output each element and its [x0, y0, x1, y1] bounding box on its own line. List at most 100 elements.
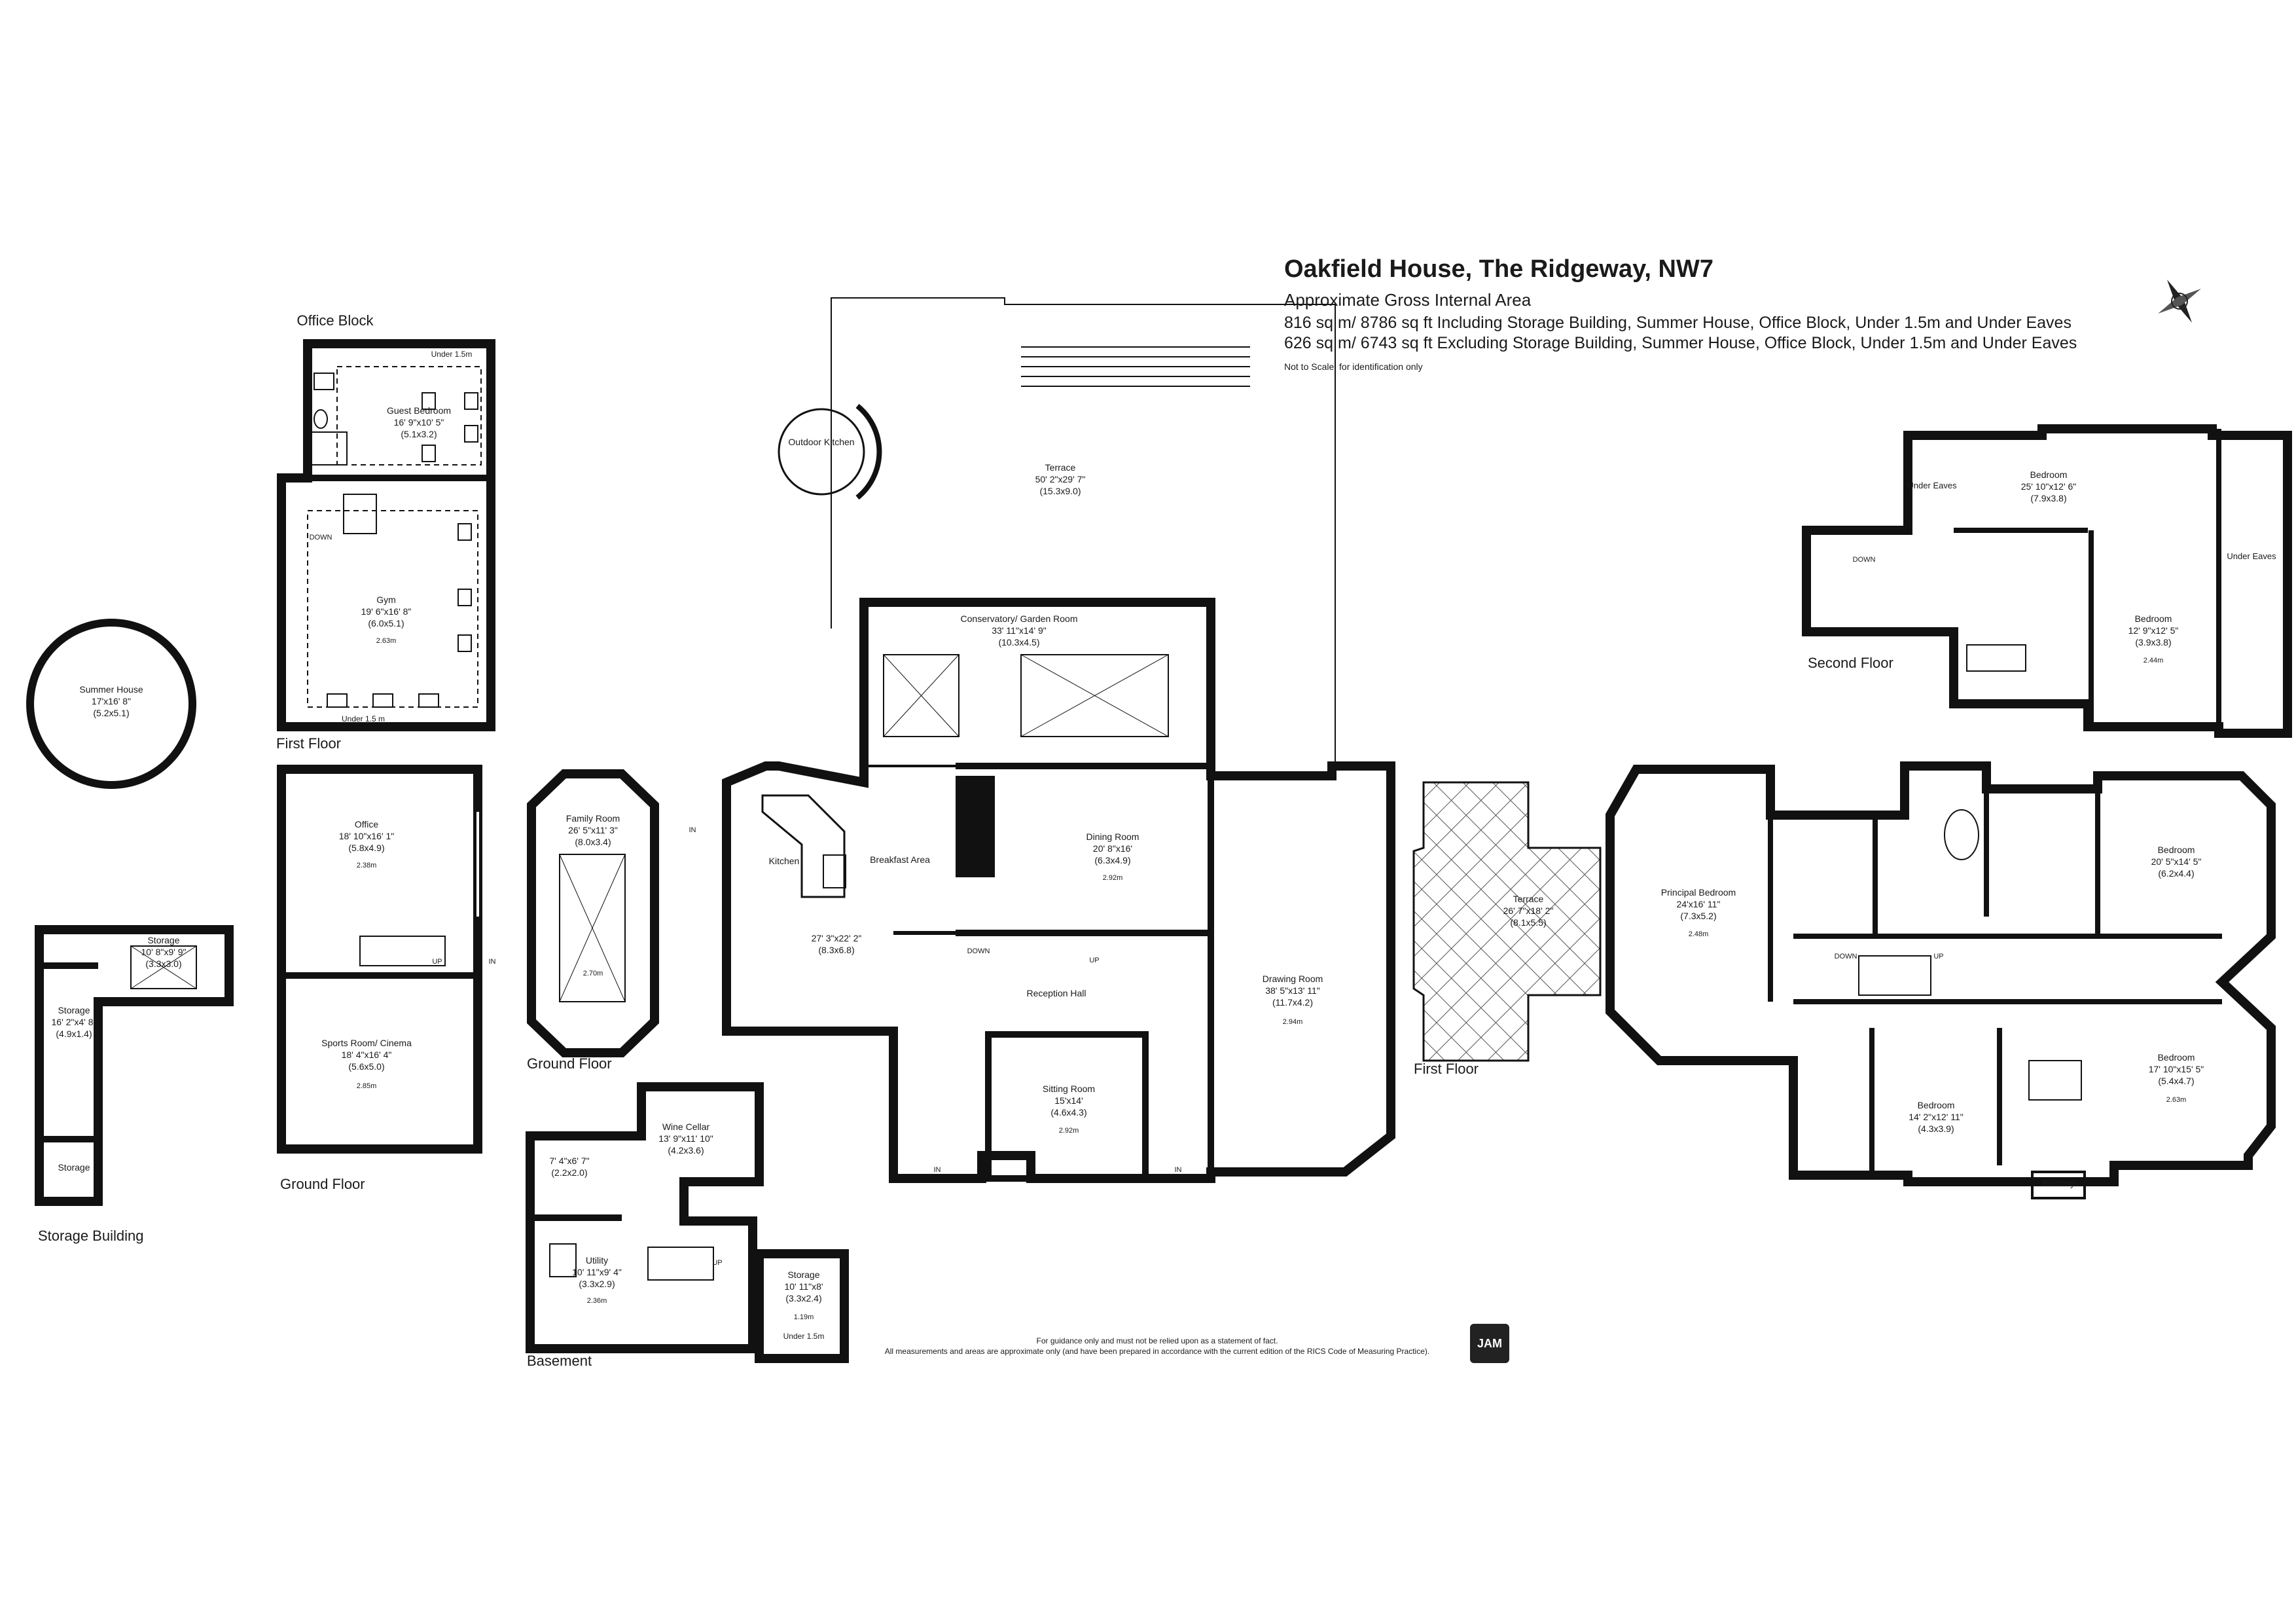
- room-name-storage-a: Storage: [147, 935, 179, 945]
- room-dim-principal-bedroom: 24'x16' 11": [1677, 899, 1721, 909]
- room-name-terrace-first: Terrace: [1513, 894, 1544, 904]
- room-dim-terrace-first: 26' 7"x18' 2": [1503, 905, 1554, 916]
- disclaimer-line-1: For guidance only and must not be relied…: [1036, 1336, 1278, 1345]
- room-name-storage-basement: Storage: [787, 1269, 819, 1280]
- room-metric-storage-basement: (3.3x2.4): [785, 1293, 821, 1304]
- room-dim-conservatory: 33' 11"x14' 9": [992, 625, 1047, 636]
- room-name-conservatory: Conservatory/ Garden Room: [961, 613, 1078, 624]
- down-marker: DOWN: [1853, 556, 1876, 564]
- room-height-storage-basement: 1.19m: [794, 1313, 814, 1321]
- room-dim-dining-room: 20' 8"x16': [1093, 843, 1132, 854]
- room-dim-storage-a: 10' 8"x9' 9": [141, 947, 187, 957]
- room-name-gym: Gym: [376, 594, 396, 605]
- in-marker: IN: [1175, 1166, 1182, 1174]
- up-marker: UP: [432, 958, 442, 966]
- room-metric-family-room: (8.0x3.4): [575, 837, 611, 847]
- room-name-utility: Utility: [586, 1255, 608, 1266]
- room-height-drawing-room: 2.94m: [1283, 1018, 1303, 1026]
- room-name-bedroom-second-a: Bedroom: [2030, 469, 2068, 480]
- area-subtitle: Approximate Gross Internal Area: [1284, 290, 1532, 310]
- room-dim-breakfast: 27' 3"x22' 2": [812, 933, 862, 943]
- disclaimer-line-2: All measurements and areas are approxima…: [884, 1347, 1430, 1356]
- floor-label-second-floor: Second Floor: [1808, 655, 1893, 671]
- scale-note: Not to Scale, for identification only: [1284, 361, 1423, 372]
- room-metric-gym: (6.0x5.1): [368, 618, 404, 629]
- room-height-gym: 2.63m: [376, 637, 397, 645]
- room-name-bedroom-first-a: Bedroom: [2158, 845, 2195, 855]
- area-including: 816 sq m/ 8786 sq ft Including Storage B…: [1284, 314, 2072, 332]
- room-metric-bedroom-second-b: (3.9x3.8): [2135, 637, 2171, 647]
- down-marker: DOWN: [1835, 953, 1857, 960]
- room-name-bedroom-first-b: Bedroom: [1918, 1100, 1955, 1110]
- floor-label-first-floor-office: First Floor: [276, 735, 341, 752]
- room-name-terrace-ground: Terrace: [1045, 462, 1076, 473]
- room-name-outdoor-kitchen: Outdoor Kitchen: [788, 437, 854, 447]
- room-metric-bedroom-first-a: (6.2x4.4): [2158, 868, 2194, 879]
- floor-label-storage-building: Storage Building: [38, 1228, 143, 1244]
- summer-house-plan: [26, 619, 196, 789]
- room-dim-storage-basement: 10' 11"x8': [784, 1281, 823, 1292]
- down-marker: DOWN: [310, 534, 332, 541]
- property-title: Oakfield House, The Ridgeway, NW7: [1284, 255, 1713, 283]
- under-15-label: Under 1.5m: [783, 1332, 825, 1341]
- room-dim-wine-cellar: 13' 9"x11' 10": [658, 1133, 713, 1144]
- under-15-label: Under 1.5m: [431, 350, 473, 359]
- room-name-sitting-room: Sitting Room: [1043, 1084, 1095, 1094]
- room-name-under-eaves-b: Under Eaves: [2227, 551, 2276, 561]
- room-metric-small-room: (2.2x2.0): [551, 1167, 587, 1178]
- down-marker: DOWN: [967, 947, 990, 955]
- room-metric-dining-room: (6.3x4.9): [1094, 855, 1130, 866]
- main-ground-floor-plan: [527, 297, 1395, 1183]
- office-block-first-floor: [277, 339, 495, 731]
- room-name-guest-bedroom: Guest Bedroom: [387, 405, 451, 416]
- jam-logo: JAM: [1470, 1324, 1509, 1363]
- disclaimer: For guidance only and must not be relied…: [863, 1336, 1452, 1357]
- room-dim-utility: 10' 11"x9' 4": [572, 1267, 622, 1277]
- room-height-sitting-room: 2.92m: [1059, 1127, 1079, 1135]
- room-height-office: 2.38m: [357, 862, 377, 869]
- compass-icon: [2158, 280, 2201, 323]
- room-name-balcony: Balcony: [2042, 1178, 2075, 1188]
- room-name-principal-bedroom: Principal Bedroom: [1661, 887, 1736, 898]
- room-name-drawing-room: Drawing Room: [1263, 974, 1323, 984]
- room-metric-office: (5.8x4.9): [348, 843, 384, 853]
- room-metric-conservatory: (10.3x4.5): [998, 637, 1039, 647]
- under-15-label: Under 1.5 m: [342, 714, 385, 723]
- room-metric-bedroom-first-b: (4.3x3.9): [1918, 1123, 1954, 1134]
- room-dim-small-room: 7' 4"x6' 7": [549, 1156, 589, 1166]
- room-dim-bedroom-first-c: 17' 10"x15' 5": [2149, 1064, 2204, 1074]
- room-name-office: Office: [355, 819, 379, 830]
- room-height-dining-room: 2.92m: [1103, 874, 1123, 882]
- room-metric-utility: (3.3x2.9): [579, 1279, 615, 1289]
- floor-label-basement: Basement: [527, 1353, 592, 1369]
- room-name-sports-room: Sports Room/ Cinema: [321, 1038, 412, 1048]
- floor-label-ground-floor-main: Ground Floor: [527, 1055, 612, 1072]
- room-metric-breakfast: (8.3x6.8): [818, 945, 854, 955]
- room-height-bedroom-second-b: 2.44m: [2144, 657, 2164, 665]
- room-metric-principal-bedroom: (7.3x5.2): [1680, 911, 1716, 921]
- room-name-reception-hall: Reception Hall: [1026, 988, 1086, 998]
- room-dim-bedroom-first-a: 20' 5"x14' 5": [2151, 856, 2202, 867]
- room-name-summer-house: Summer House: [79, 684, 143, 695]
- room-metric-storage-a: (3.3x3.0): [145, 958, 181, 969]
- room-height-family-room: 2.70m: [583, 970, 603, 977]
- first-floor-terrace: [1412, 781, 1602, 1062]
- room-metric-storage-b: (4.9x1.4): [56, 1029, 92, 1039]
- room-dim-sports-room: 18' 4"x16' 4": [342, 1049, 392, 1060]
- room-metric-sitting-room: (4.6x4.3): [1050, 1107, 1086, 1118]
- in-marker: IN: [689, 826, 696, 834]
- room-dim-storage-b: 16' 2"x4' 8": [52, 1017, 97, 1027]
- room-name-wine-cellar: Wine Cellar: [662, 1122, 710, 1132]
- main-first-floor-plan: [1605, 761, 2276, 1199]
- in-marker: IN: [489, 958, 496, 966]
- room-metric-guest-bedroom: (5.1x3.2): [401, 429, 437, 439]
- room-metric-sports-room: (5.6x5.0): [348, 1061, 384, 1072]
- room-name-kitchen: Kitchen: [769, 856, 800, 866]
- room-name-breakfast: Breakfast Area: [870, 854, 930, 865]
- room-dim-summer-house: 17'x16' 8": [92, 696, 131, 706]
- room-dim-office: 18' 10"x16' 1": [339, 831, 395, 841]
- basement-plan: [526, 1082, 849, 1363]
- room-name-bedroom-first-c: Bedroom: [2158, 1052, 2195, 1063]
- room-height-utility: 2.36m: [587, 1297, 607, 1305]
- room-name-bedroom-second-b: Bedroom: [2135, 613, 2172, 624]
